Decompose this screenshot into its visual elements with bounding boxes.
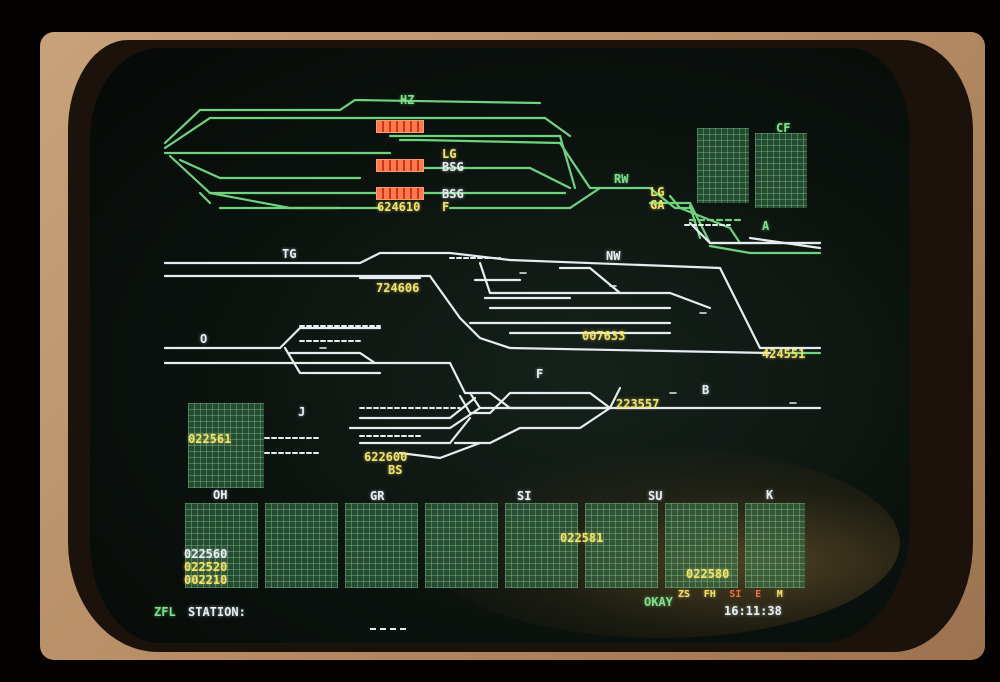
track-line xyxy=(163,361,822,410)
white-dashed-tracks xyxy=(264,257,501,454)
track-line xyxy=(163,274,772,355)
track-line xyxy=(283,346,382,375)
oh-grid-block xyxy=(185,503,258,588)
signal-label-bsg: BSG xyxy=(442,160,464,174)
gr-grid-block xyxy=(265,503,338,588)
track-line xyxy=(208,191,382,210)
track-diagram xyxy=(163,98,822,460)
train-number[interactable]: 007633 xyxy=(582,329,626,343)
train-number[interactable]: 622600 xyxy=(364,450,408,464)
track-line xyxy=(198,191,212,205)
track-line xyxy=(163,98,542,145)
signal-label-bsg: BSG xyxy=(442,187,464,201)
signal-label-ga: GA xyxy=(650,198,665,212)
area-label-k: K xyxy=(766,488,774,502)
area-label-nw: NW xyxy=(606,249,621,263)
track-line xyxy=(418,166,572,190)
area-label-b: B xyxy=(702,383,710,397)
area-label-su: SU xyxy=(648,489,663,503)
zfl-label: ZFL xyxy=(154,605,176,619)
train-number[interactable]: 022580 xyxy=(686,567,730,581)
train-number[interactable]: 022581 xyxy=(560,531,604,545)
area-label-a: A xyxy=(762,219,770,233)
white-track-group xyxy=(163,251,822,460)
station-prompt[interactable]: STATION: xyxy=(188,605,246,619)
su-grid-block xyxy=(665,503,738,588)
area-label-bs: BS xyxy=(388,463,403,477)
area-label-j: J xyxy=(298,405,306,419)
mode-zs: ZS xyxy=(678,589,691,600)
signal-marks xyxy=(319,272,797,404)
screen-reflection xyxy=(420,448,900,638)
track-line xyxy=(708,244,822,255)
area-label-oh: OH xyxy=(213,488,228,502)
mode-e: E xyxy=(755,589,762,600)
signal-label-lg: LG xyxy=(442,147,457,161)
area-label-rw: RW xyxy=(614,172,629,186)
train-number[interactable]: 724606 xyxy=(376,281,420,295)
track-line xyxy=(558,266,622,295)
train-number[interactable]: 002210 xyxy=(184,573,228,587)
train-number[interactable]: 022560 xyxy=(184,547,228,561)
track-line xyxy=(478,261,712,310)
signal-label-f: F xyxy=(442,200,450,214)
si-grid-block xyxy=(425,503,498,588)
track-line xyxy=(358,396,477,420)
cursor-marks xyxy=(370,628,406,630)
track-line xyxy=(163,116,572,150)
si-grid-block xyxy=(505,503,578,588)
track-line xyxy=(458,391,612,415)
mode-si: SI xyxy=(729,589,742,600)
cf-grid-block xyxy=(755,133,807,208)
track-line xyxy=(163,251,822,350)
occupied-section xyxy=(376,159,424,172)
train-number[interactable]: 022520 xyxy=(184,560,228,574)
track-line xyxy=(468,386,622,410)
train-number[interactable]: 624610 xyxy=(377,200,421,214)
okay-status: OKAY xyxy=(644,595,673,609)
track-line xyxy=(348,406,482,430)
track-line xyxy=(163,326,382,350)
area-label-gr: GR xyxy=(370,489,385,503)
occupied-section xyxy=(376,120,424,133)
track-line xyxy=(748,236,822,250)
signal-label-lg: LG xyxy=(650,185,665,199)
track-line xyxy=(668,194,742,245)
track-line xyxy=(398,138,692,210)
train-number[interactable]: 022561 xyxy=(188,432,232,446)
area-label-cf: CF xyxy=(776,121,791,135)
area-label-o: O xyxy=(200,332,208,346)
k-grid-block xyxy=(745,503,805,588)
track-line xyxy=(488,186,602,210)
track-line xyxy=(388,134,577,190)
area-label-hz: HZ xyxy=(400,93,415,107)
track-line xyxy=(358,416,472,445)
crt-screen: HZ CF RW A TG NW O F B J BS OH GR SI SU … xyxy=(90,48,910,643)
clock: 16:11:38 xyxy=(724,604,782,618)
mode-indicators: ZS FH SI E M xyxy=(678,582,783,601)
track-line xyxy=(178,158,362,180)
white-a-tracks xyxy=(688,221,822,250)
track-line xyxy=(168,154,567,195)
mode-m: M xyxy=(776,589,783,600)
area-label-tg: TG xyxy=(282,247,297,261)
track-line xyxy=(288,351,377,365)
j-grid-block xyxy=(188,403,264,488)
mode-fh: FH xyxy=(703,589,716,600)
cf-grid-block xyxy=(697,128,749,203)
area-label-f: F xyxy=(536,367,544,381)
train-number[interactable]: 223557 xyxy=(616,397,660,411)
track-line xyxy=(398,441,482,460)
area-label-si: SI xyxy=(517,489,532,503)
su-grid-block xyxy=(585,503,658,588)
gr-grid-block xyxy=(345,503,418,588)
train-number[interactable]: 424551 xyxy=(762,347,806,361)
occupied-section xyxy=(376,187,424,200)
